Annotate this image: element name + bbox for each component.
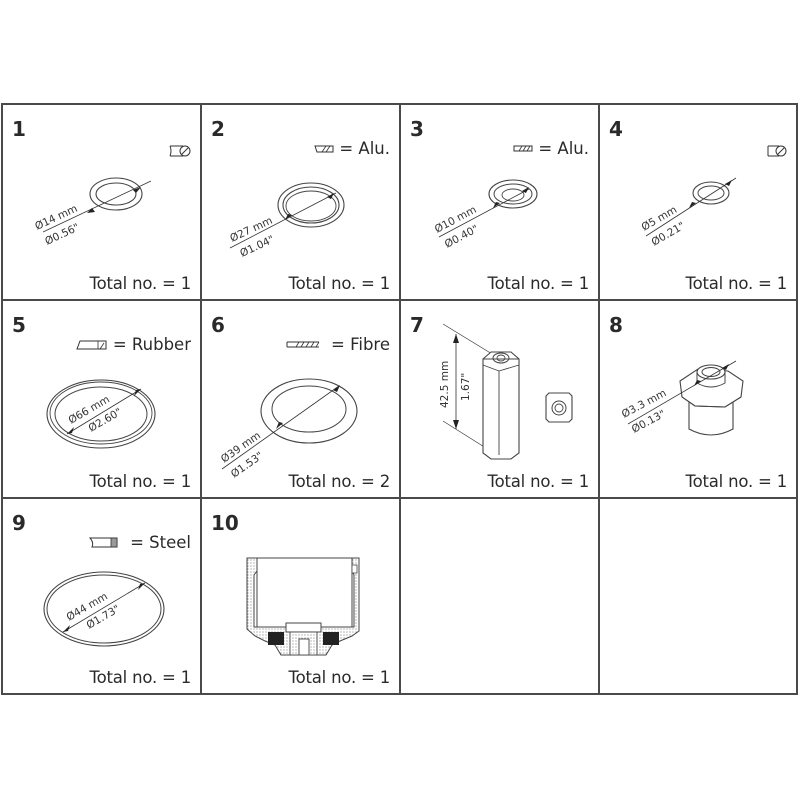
material-legend — [767, 145, 787, 157]
nozzle-insert-drawing: Ø3.3 mm Ø0.13" — [620, 360, 744, 436]
part-cell-8: 8 Ø3.3 mm Ø0.13" Total no. = 1 — [600, 301, 796, 497]
part-cell-3: 3 = Alu. Ø10 mm Ø0.40" Total no. = 1 — [401, 105, 598, 299]
part-cell-1: 1 Ø14 mm Ø0.56" Total no. = 1 — [3, 105, 200, 299]
grid-divider — [3, 497, 796, 499]
total-quantity: Total no. = 1 — [685, 274, 788, 293]
material-legend — [169, 145, 191, 157]
part-cell-5: 5 = Rubber Ø66 mm Ø2.60" Total no. = 1 — [3, 301, 200, 497]
material-legend: = Steel — [89, 533, 191, 552]
total-quantity: Total no. = 1 — [89, 668, 192, 687]
part-number: 5 — [12, 313, 26, 337]
material-legend: = Rubber — [76, 335, 191, 354]
material-label: = Steel — [130, 533, 191, 552]
steel-section-icon — [89, 537, 118, 548]
grid-divider — [200, 105, 202, 693]
total-quantity: Total no. = 1 — [487, 472, 590, 491]
rubber-gasket-drawing: Ø66 mm Ø2.60" — [46, 379, 156, 449]
aluminium-section-icon — [513, 145, 533, 152]
rubber-seal — [323, 632, 339, 645]
part-cell-7: 7 42.5 mm 1.67" Total no. = 1 — [401, 301, 598, 497]
fibre-gasket-drawing: Ø39 mm Ø1.53" — [219, 378, 358, 480]
flat-gasket-drawing: Ø27 mm Ø1.04" — [228, 182, 345, 260]
total-quantity: Total no. = 1 — [89, 274, 192, 293]
part-cell-6: 6 = Fibre Ø39 mm Ø1.53" Total no. = 2 — [202, 301, 399, 497]
part-number: 3 — [410, 117, 424, 141]
empty-cell — [401, 499, 598, 693]
steel-ring-drawing: Ø44 mm Ø1.73" — [43, 571, 165, 647]
o-ring-icon — [169, 145, 191, 157]
part-cell-2: 2 = Alu. Ø27 mm Ø1.04" Total no. = 1 — [202, 105, 399, 299]
material-legend: = Alu. — [314, 139, 390, 158]
material-label: = Fibre — [331, 335, 390, 354]
grid-divider — [399, 105, 401, 693]
empty-cell — [600, 499, 796, 693]
part-number: 7 — [410, 313, 424, 337]
rubber-seal — [268, 632, 284, 645]
total-quantity: Total no. = 1 — [288, 668, 391, 687]
armature-cross-section-drawing — [246, 557, 360, 656]
fibre-section-icon — [286, 341, 320, 348]
hex-spacer-drawing: 42.5 mm 1.67" — [439, 323, 573, 460]
part-number: 1 — [12, 117, 26, 141]
total-quantity: Total no. = 2 — [288, 472, 391, 491]
total-quantity: Total no. = 1 — [487, 274, 590, 293]
material-label: = Rubber — [112, 335, 191, 354]
part-cell-9: 9 = Steel Ø44 mm Ø1.73" Total no. = 1 — [3, 499, 200, 693]
material-label: = Alu. — [538, 139, 589, 158]
part-number: 8 — [609, 313, 623, 337]
grid-divider — [3, 299, 796, 301]
total-quantity: Total no. = 1 — [89, 472, 192, 491]
material-legend: = Fibre — [286, 335, 390, 354]
part-cell-4: 4 Ø5 mm Ø0.21" Total no. = 1 — [600, 105, 796, 299]
part-number: 9 — [12, 511, 26, 535]
dimension-inch: 1.67" — [460, 373, 472, 401]
total-quantity: Total no. = 1 — [288, 274, 391, 293]
material-label: = Alu. — [339, 139, 390, 158]
o-ring-icon — [767, 145, 787, 157]
o-ring-drawing: Ø5 mm Ø0.21" — [640, 177, 737, 249]
material-legend: = Alu. — [513, 139, 589, 158]
total-quantity: Total no. = 1 — [685, 472, 788, 491]
dimension-mm: 42.5 mm — [439, 361, 451, 408]
o-ring-drawing: Ø14 mm Ø0.56" — [33, 177, 152, 248]
part-cell-10: 10 Total no. = 1 — [202, 499, 399, 693]
part-number: 10 — [211, 511, 239, 535]
part-number: 2 — [211, 117, 225, 141]
aluminium-section-icon — [314, 145, 334, 152]
washer-drawing: Ø10 mm Ø0.40" — [433, 179, 538, 251]
parts-grid: 1 Ø14 mm Ø0.56" Total no. = 1 2 — [1, 103, 798, 695]
part-number: 6 — [211, 313, 225, 337]
part-number: 4 — [609, 117, 623, 141]
grid-divider — [598, 105, 600, 693]
rubber-section-icon — [76, 340, 107, 349]
